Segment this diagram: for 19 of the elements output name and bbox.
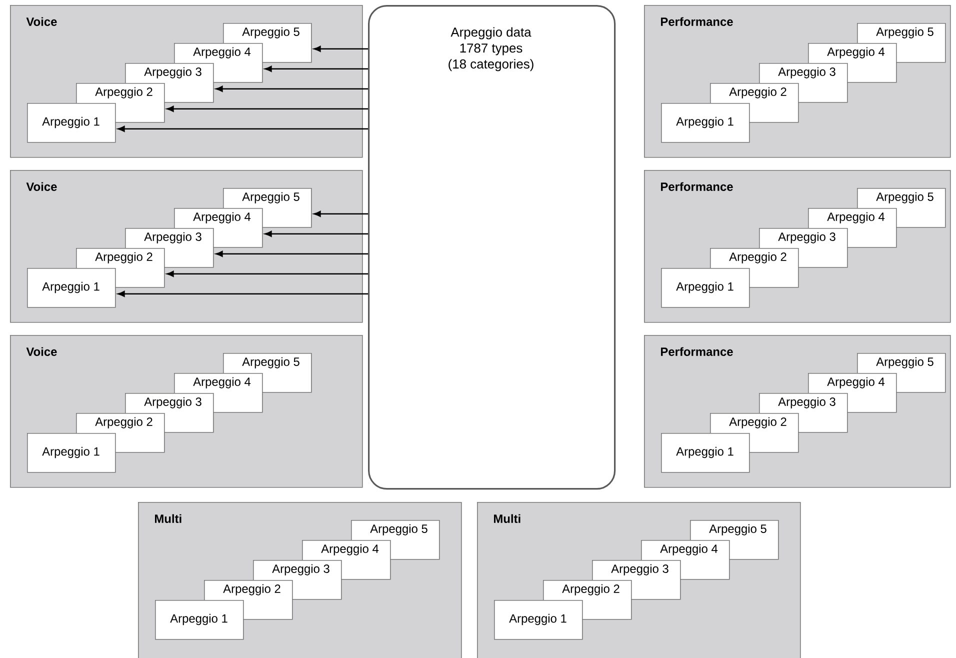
- arrow: [118, 290, 368, 297]
- arpeggio-box: Arpeggio 1: [27, 268, 116, 308]
- arrow: [166, 106, 368, 112]
- arpeggio-box: Arpeggio 1: [27, 433, 116, 473]
- arrow: [314, 210, 368, 217]
- arrow: [216, 250, 368, 257]
- arrow: [216, 86, 368, 92]
- arpeggio-box: Arpeggio 1: [661, 103, 750, 143]
- arrow: [264, 66, 368, 72]
- arpeggio-box: Arpeggio 1: [27, 103, 116, 143]
- arrow: [314, 46, 368, 52]
- arrow: [118, 126, 368, 132]
- arpeggio-box: Arpeggio 1: [494, 600, 583, 640]
- arpeggio-box: Arpeggio 1: [661, 433, 750, 473]
- arrow: [166, 270, 368, 277]
- arrow: [264, 230, 368, 237]
- arpeggio-box: Arpeggio 1: [155, 600, 244, 640]
- data-box: Arpeggio data 1787 types (18 categories): [368, 5, 616, 490]
- arpeggio-box: Arpeggio 1: [661, 268, 750, 308]
